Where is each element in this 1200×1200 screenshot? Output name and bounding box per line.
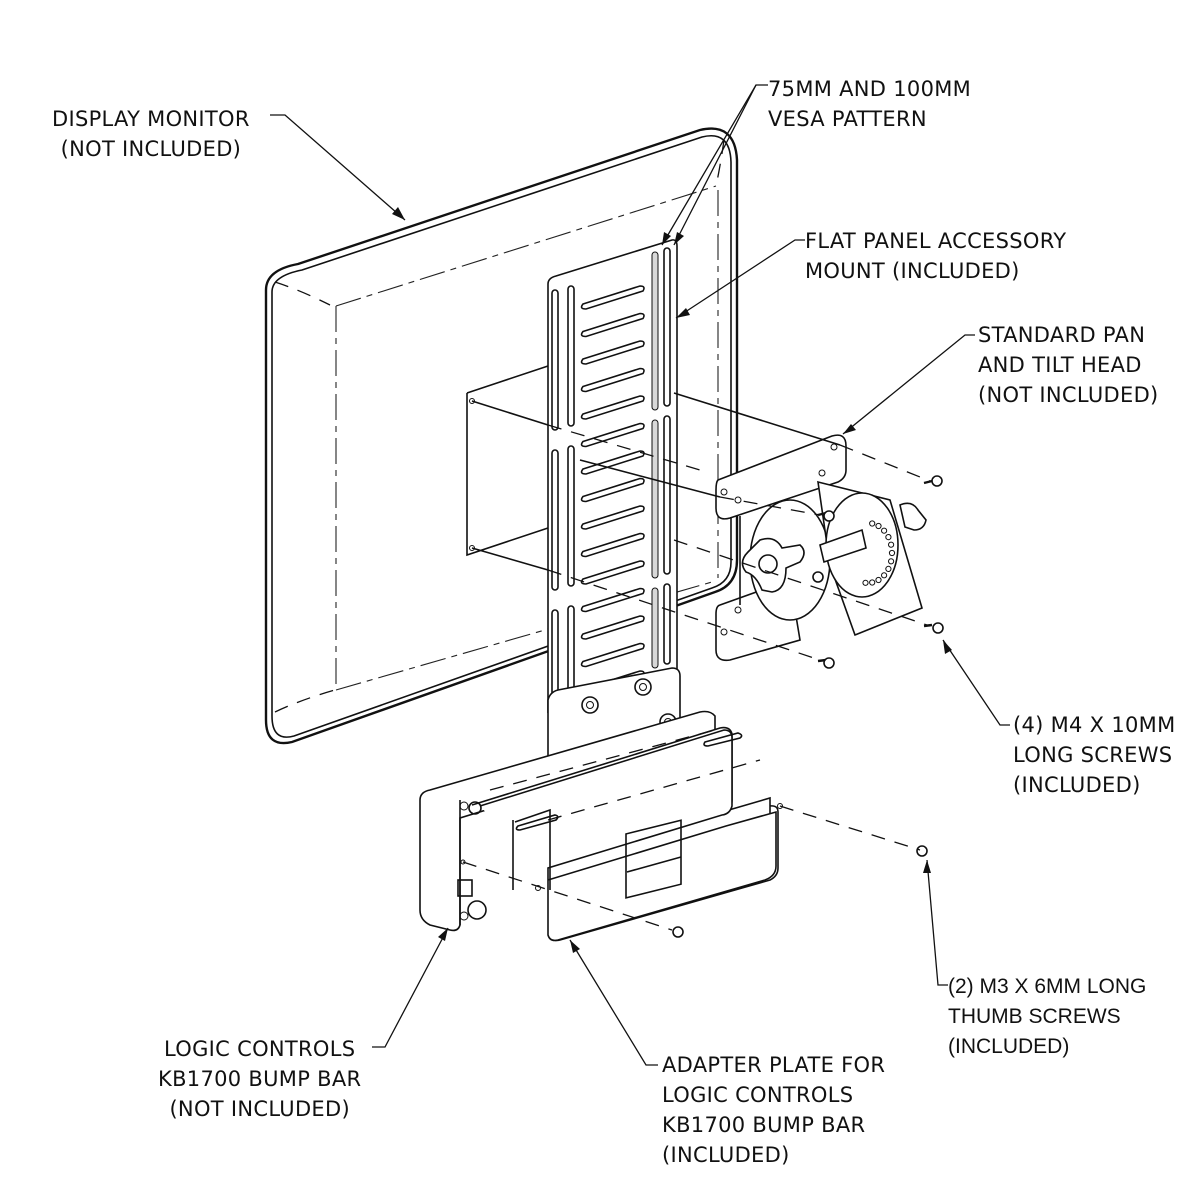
tilt-hole <box>881 572 888 579</box>
callout-pan-tilt-head: STANDARD PAN AND TILT HEAD (NOT INCLUDED… <box>978 320 1159 410</box>
mount-slot <box>651 251 659 411</box>
mount-slot <box>580 312 645 338</box>
callout-line: (NOT INCLUDED) <box>978 383 1159 407</box>
adapter-plate <box>468 726 783 942</box>
mount-slot <box>551 289 559 431</box>
m3-thumb-screw <box>672 926 684 938</box>
callout-line: ADAPTER PLATE FOR <box>662 1053 886 1077</box>
mount-slot <box>580 285 645 310</box>
display-monitor <box>264 127 739 745</box>
callout-line: AND TILT HEAD <box>978 353 1142 377</box>
mount-slot <box>580 450 645 475</box>
tilt-hole <box>885 534 892 541</box>
callout-line: (NOT INCLUDED) <box>60 137 242 161</box>
m4-screw <box>817 657 835 669</box>
callout-adapter-plate: ADAPTER PLATE FOR LOGIC CONTROLS KB1700 … <box>662 1050 885 1170</box>
tilt-hole <box>885 565 892 573</box>
tilt-hole <box>888 558 895 565</box>
mount-slot <box>580 642 645 668</box>
callout-line: (INCLUDED) <box>662 1143 790 1167</box>
callout-line: 75MM AND 100MM <box>768 77 972 101</box>
tilt-hole <box>875 576 882 584</box>
callout-accessory-mount: FLAT PANEL ACCESSORY MOUNT (INCLUDED) <box>805 226 1066 286</box>
callout-line: VESA PATTERN <box>768 107 927 131</box>
callout-line: FLAT PANEL ACCESSORY <box>805 229 1067 253</box>
mount-slot <box>567 445 575 587</box>
callout-line: (INCLUDED) <box>1013 773 1141 797</box>
leaders <box>270 84 1010 1066</box>
callout-m4-screws: (4) M4 X 10MM LONG SCREWS (INCLUDED) <box>1013 710 1176 800</box>
callout-line: LOGIC CONTROLS <box>164 1037 356 1061</box>
callout-display-monitor: DISPLAY MONITOR (NOT INCLUDED) <box>52 104 250 164</box>
mount-slot <box>580 395 645 420</box>
pan-tilt-head <box>715 434 927 662</box>
mount-slot <box>580 340 645 365</box>
mount-slot <box>580 505 645 530</box>
callout-line: KB1700 BUMP BAR <box>662 1113 866 1137</box>
m4-screw <box>923 475 943 487</box>
mount-slot <box>580 615 645 640</box>
bump-bar <box>419 710 716 932</box>
tilt-hole <box>888 541 895 548</box>
pan-knob <box>899 502 927 531</box>
tilt-knob <box>741 537 805 593</box>
mount-slot <box>567 285 575 427</box>
tilt-hole <box>862 579 869 586</box>
callout-line: MOUNT (INCLUDED) <box>805 259 1020 283</box>
callout-line: LONG SCREWS <box>1013 743 1173 767</box>
mount-slot <box>651 419 659 579</box>
callout-line: THUMB SCREWS <box>948 1005 1121 1028</box>
callout-m3-thumb-screws: (2) M3 X 6MM LONG THUMB SCREWS (INCLUDED… <box>948 972 1146 1062</box>
callout-bump-bar: LOGIC CONTROLS KB1700 BUMP BAR (NOT INCL… <box>158 1034 361 1124</box>
accessory-mount <box>547 239 681 782</box>
tilt-hole <box>888 549 896 557</box>
callout-line: KB1700 BUMP BAR <box>158 1067 362 1091</box>
callout-vesa-pattern: 75MM AND 100MM VESA PATTERN <box>768 74 971 134</box>
mount-slot <box>663 415 671 575</box>
callout-line: DISPLAY MONITOR <box>52 107 250 131</box>
mount-slot <box>663 583 671 665</box>
callout-line: (4) M4 X 10MM <box>1013 713 1176 737</box>
mount-slot <box>580 422 645 448</box>
callout-line: (NOT INCLUDED) <box>169 1097 350 1121</box>
callout-line: STANDARD PAN <box>978 323 1146 347</box>
tilt-hole <box>869 579 876 586</box>
tilt-hole <box>875 522 882 530</box>
callout-line: LOGIC CONTROLS <box>662 1083 854 1107</box>
mount-slot <box>580 367 645 393</box>
mount-slot <box>651 587 659 669</box>
callout-line: (2) M3 X 6MM LONG <box>948 975 1147 998</box>
mount-slot <box>580 477 645 503</box>
tilt-hole <box>869 520 876 527</box>
m3-thumb-screw <box>916 845 928 857</box>
mount-slot <box>580 587 645 613</box>
callout-line: (INCLUDED) <box>948 1035 1070 1058</box>
mount-slot <box>663 247 671 407</box>
assembly-centerlines <box>462 392 931 931</box>
mount-slot <box>551 449 559 591</box>
tilt-hole <box>881 527 888 534</box>
mount-slot <box>580 532 645 558</box>
